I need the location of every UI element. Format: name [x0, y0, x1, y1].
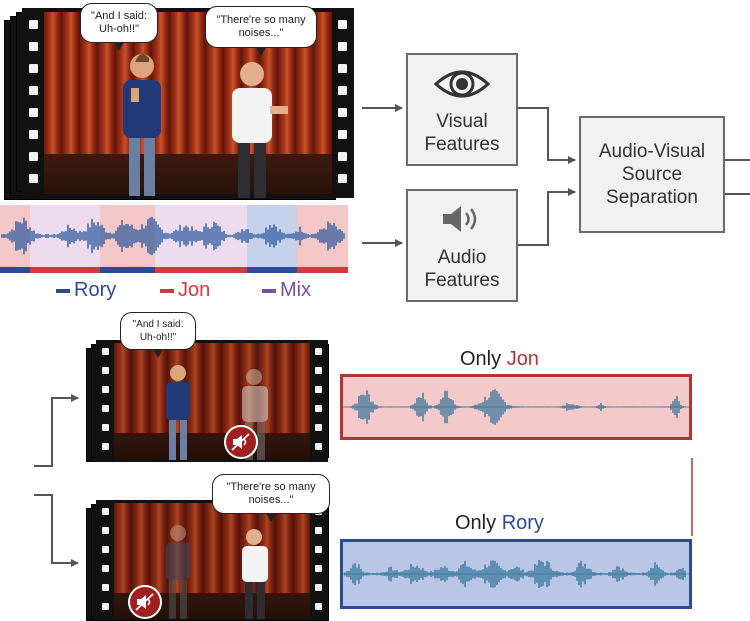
film-perforation: [102, 527, 109, 534]
film-perforation: [315, 527, 322, 534]
jon-waveform-box: [340, 374, 692, 440]
top-speech-bubble-right: "There're so many noises...": [205, 6, 317, 56]
rory-output-title-name: Rory: [501, 512, 544, 534]
mute-icon: [224, 425, 258, 459]
film-perforation: [102, 565, 109, 572]
film-perforation: [29, 108, 38, 117]
film-perforation: [102, 584, 109, 591]
jon-output-person-rory: [166, 365, 190, 460]
rory-waveform: [343, 560, 689, 588]
film-perforation: [315, 584, 322, 591]
film-perforation: [315, 424, 322, 431]
film-perforation: [315, 405, 322, 412]
film-perforation: [29, 130, 38, 139]
film-perforation: [102, 348, 109, 355]
legend-mix-label: Mix: [280, 279, 312, 301]
sep-line3: Separation: [606, 187, 698, 208]
arrow-visual-to-separation: [518, 107, 576, 164]
film-perforation: [29, 42, 38, 51]
film-perforation: [338, 42, 347, 51]
film-perforation: [102, 443, 109, 450]
film-perforation: [338, 20, 347, 29]
legend-jon: Jon: [160, 279, 210, 302]
film-perforation: [29, 174, 38, 183]
film-perforation: [338, 152, 347, 161]
rory-output-person-rory-faded: [166, 525, 190, 619]
audio-features-line1: Audio: [437, 247, 487, 268]
jon-stage-image: [114, 343, 310, 459]
sep-line1: Audio-Visual: [598, 141, 706, 162]
mute-icon: [128, 585, 162, 619]
rory-output-title: Only Rory: [455, 512, 544, 535]
legend-rory-label: Rory: [74, 279, 117, 301]
film-perforation: [102, 367, 109, 374]
film-perforation: [338, 130, 347, 139]
film-perforation: [338, 64, 347, 73]
film-perforation: [315, 546, 322, 553]
mix-waveform-panel: [0, 205, 348, 275]
film-perforation: [315, 367, 322, 374]
visual-features-box: Visual Features: [406, 53, 518, 166]
film-perforation: [338, 174, 347, 183]
film-perforation: [102, 603, 109, 610]
jon-output-title: Only Jon: [460, 348, 539, 371]
film-perforation: [29, 86, 38, 95]
arrow-to-rory-output: [34, 494, 79, 567]
rory-output-speech-bubble: "There're so many noises...": [212, 474, 330, 522]
legend-mix-swatch: [262, 288, 276, 293]
arrow-to-jon-output: [34, 394, 79, 467]
film-perforation: [315, 348, 322, 355]
av-source-separation-box: Audio-Visual Source Separation: [579, 116, 725, 233]
film-perforation: [102, 386, 109, 393]
eye-icon: [433, 70, 491, 98]
visual-features-line1: Visual: [436, 111, 488, 132]
rory-waveform-box: [340, 539, 692, 609]
arrow-audio-to-separation: [518, 188, 576, 246]
jon-output-title-name: Jon: [506, 348, 539, 370]
legend-mix: Mix: [262, 279, 311, 302]
film-perforation: [29, 152, 38, 161]
film-perforation: [315, 603, 322, 610]
film-perforation: [102, 546, 109, 553]
rory-output-person-jon: [242, 529, 268, 619]
film-perforation: [29, 64, 38, 73]
speaker-icon: [443, 206, 477, 232]
jon-output-speech-bubble: "And I said: Uh-oh!!": [120, 312, 196, 358]
rory-output-title-prefix: Only: [455, 512, 502, 534]
jon-waveform: [343, 389, 689, 425]
film-perforation: [29, 20, 38, 29]
legend-jon-label: Jon: [178, 279, 211, 301]
person-jon: [232, 62, 288, 198]
rory-film-frame: [96, 500, 328, 619]
legend-rory-swatch: [56, 288, 70, 293]
visual-features-line2: Features: [424, 134, 500, 155]
film-perforation: [102, 424, 109, 431]
mix-waveform: [0, 205, 348, 273]
sep-line2: Source: [621, 164, 683, 185]
film-perforation: [315, 386, 322, 393]
jon-output-title-prefix: Only: [460, 348, 507, 370]
film-perforation: [102, 405, 109, 412]
audio-features-line2: Features: [424, 270, 500, 291]
jon-film-frame: [96, 340, 328, 462]
film-perforation: [315, 565, 322, 572]
legend-jon-swatch: [160, 288, 174, 293]
audio-features-box: Audio Features: [406, 189, 518, 302]
film-perforation: [338, 108, 347, 117]
top-speech-bubble-left: "And I said: Uh-oh!!": [80, 3, 158, 51]
film-perforation: [338, 86, 347, 95]
legend-rory: Rory: [56, 279, 116, 302]
film-perforation: [315, 443, 322, 450]
person-rory: [123, 54, 161, 196]
film-perforation: [102, 508, 109, 515]
